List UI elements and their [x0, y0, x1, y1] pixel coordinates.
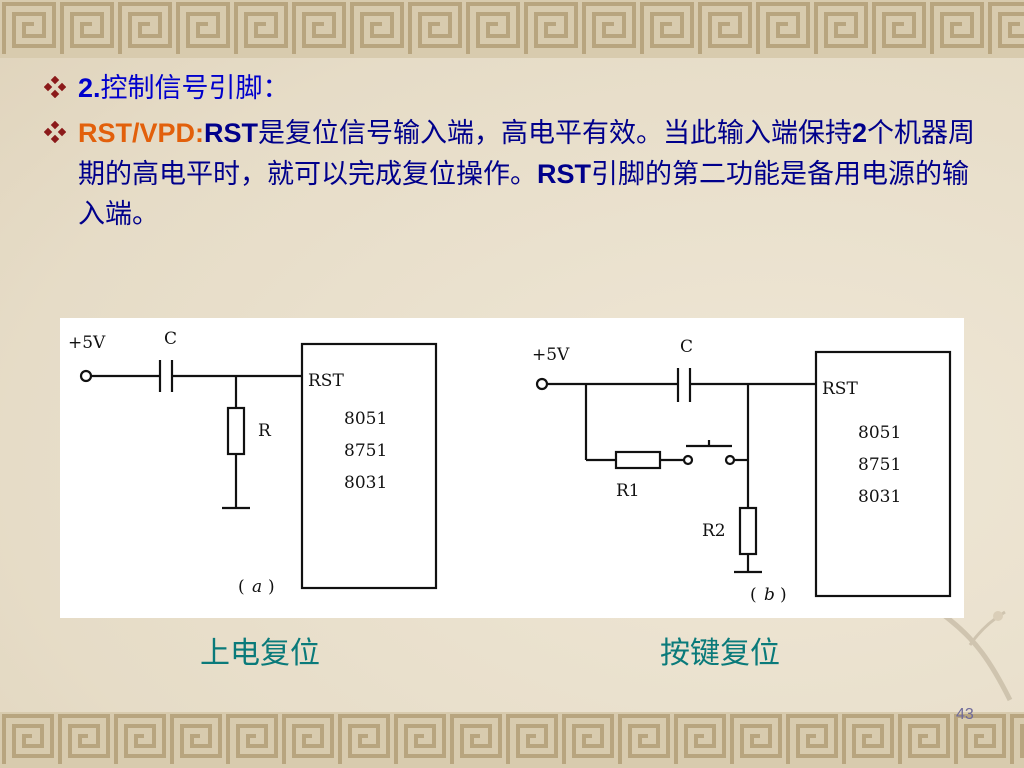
rst-term-2: RST: [537, 159, 591, 189]
resistor-r2-label: R2: [702, 521, 726, 541]
rst-text-1: 是复位信号输入端，高电平有效。当此输入端保持: [258, 118, 853, 149]
chip-model-label: 8031: [344, 473, 387, 493]
diamond-bullet-icon: [44, 76, 66, 98]
heading-number: 2.: [78, 73, 101, 103]
figure-label-a-letter: a: [252, 577, 262, 597]
top-decorative-border: [0, 0, 1024, 58]
rst-pin-label: RST: [822, 379, 858, 399]
chip-model-label: 8051: [858, 423, 901, 443]
figure-label-b-letter: b: [764, 585, 775, 605]
figure-label-b-close: ): [780, 585, 787, 605]
push-button-contact: [724, 454, 736, 466]
rst-term: RST: [204, 118, 259, 148]
diamond-bullet-icon: [44, 121, 66, 143]
rst-vpd-label: RST/VPD:: [78, 118, 205, 148]
supply-label: +5V: [532, 345, 570, 365]
chip-block: [814, 350, 952, 598]
chip-model-label: 8751: [858, 455, 901, 475]
capacitor-label: C: [680, 337, 693, 357]
cycle-count: 2: [852, 118, 868, 148]
chip-model-label: 8051: [344, 409, 387, 429]
rst-text-2: 个机器周期的高电平时，就可以完成复位操作。: [78, 118, 976, 190]
supply-terminal: [535, 377, 549, 391]
chip-block: [300, 342, 438, 590]
caption-key-reset: 按键复位: [660, 636, 780, 671]
figure-label-a-close: ): [268, 577, 275, 597]
resistor-r1: [614, 450, 662, 470]
rst-pin-label: RST: [308, 371, 344, 391]
rst-text-3: 引脚的第二功能是备用电源的输入端。: [78, 159, 969, 230]
reset-circuit-diagrams: +5V C R RST 8051 8751 8031 ( a ): [60, 318, 964, 618]
heading-text: 控制信号引脚：: [100, 73, 290, 104]
resistor-r2: [738, 506, 758, 556]
page-number: 43: [956, 706, 974, 723]
resistor-r1-label: R1: [616, 481, 640, 501]
push-button-contact: [682, 454, 694, 466]
resistor: [226, 406, 246, 456]
bullet-list: 2.控制信号引脚： RST/VPD:RST是复位信号输入端，高电平有效。当此输入…: [40, 68, 990, 235]
key-reset-circuit: [535, 350, 952, 598]
supply-label: +5V: [68, 333, 106, 353]
bottom-decorative-border: [0, 712, 1024, 768]
chip-model-label: 8031: [858, 487, 901, 507]
chip-model-label: 8751: [344, 441, 387, 461]
supply-terminal: [79, 369, 93, 383]
power-on-reset-circuit: [79, 342, 438, 590]
capacitor-label: C: [164, 329, 177, 349]
figure-label-a-open: (: [238, 577, 245, 597]
caption-power-on-reset: 上电复位: [200, 636, 320, 671]
figure-label-b-open: (: [750, 585, 757, 605]
resistor-label: R: [258, 421, 272, 441]
bullet-rst-description: RST/VPD:RST是复位信号输入端，高电平有效。当此输入端保持2个机器周期的…: [40, 113, 990, 235]
bullet-control-pins: 2.控制信号引脚：: [40, 68, 990, 109]
